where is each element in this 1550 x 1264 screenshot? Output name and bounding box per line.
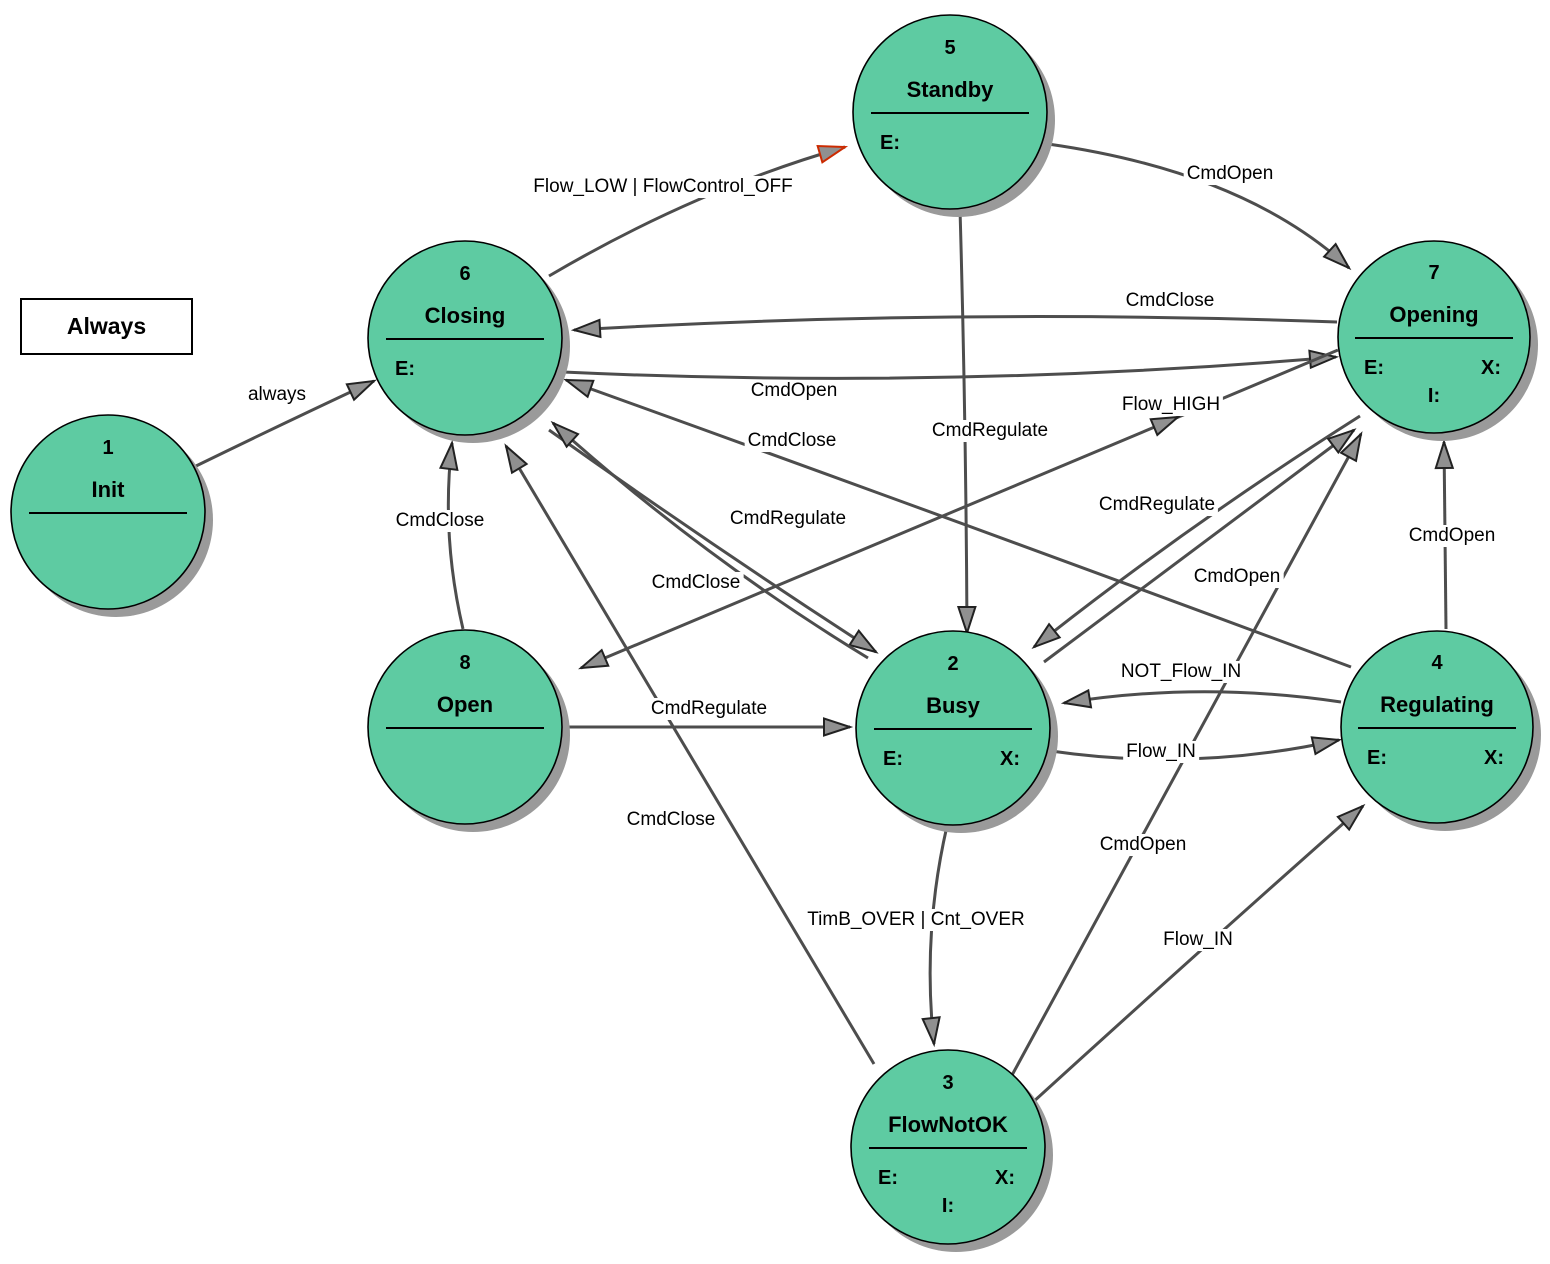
arrowhead-icon — [956, 605, 977, 637]
entry-marker: E: — [395, 358, 415, 380]
arrowhead-icon — [816, 144, 849, 164]
transition-line — [504, 445, 876, 1065]
state-number: 1 — [102, 437, 113, 459]
transition-label: CmdClose — [744, 430, 840, 452]
entry-marker: E: — [1364, 357, 1384, 379]
internal-marker: I: — [942, 1195, 954, 1217]
transition-label: CmdOpen — [1096, 834, 1190, 856]
entry-marker: E: — [1367, 747, 1387, 769]
transition-line — [928, 825, 949, 1045]
arrowhead-icon — [438, 439, 459, 471]
transition-label: CmdClose — [1122, 290, 1218, 312]
state-name: Standby — [907, 77, 995, 102]
transition-line — [446, 442, 465, 630]
arrowhead-icon — [1339, 431, 1363, 463]
entry-marker: E: — [878, 1167, 898, 1189]
transition-line — [548, 428, 877, 654]
arrowhead-icon — [562, 378, 595, 399]
arrowhead-icon — [823, 717, 854, 737]
transition-label: always — [244, 384, 310, 406]
arrowhead-icon — [1322, 242, 1352, 271]
exit-marker: X: — [1000, 748, 1020, 770]
arrowhead-icon — [921, 1016, 941, 1048]
transition-line — [562, 355, 1337, 380]
arrowhead-icon — [570, 318, 602, 339]
transition-label: Flow_IN — [1160, 929, 1236, 951]
transition-label: CmdOpen — [747, 380, 841, 402]
transition-label: TimB_OVER | Cnt_OVER — [804, 909, 1028, 931]
arrowhead-icon — [1434, 438, 1455, 470]
transition-line — [565, 378, 1352, 669]
arrowhead-icon — [345, 379, 377, 402]
transition-line — [580, 348, 1339, 670]
state-name: FlowNotOK — [888, 1112, 1008, 1137]
state-name: Regulating — [1380, 692, 1494, 717]
arrowhead-icon — [504, 443, 529, 475]
transition-line — [551, 421, 869, 660]
entry-marker: E: — [880, 132, 900, 154]
state-number: 6 — [459, 263, 470, 285]
exit-marker: X: — [1484, 747, 1504, 769]
always-annotation-box: Always — [20, 298, 193, 355]
entry-marker: E: — [883, 748, 903, 770]
exit-marker: X: — [1481, 357, 1501, 379]
always-annotation-label: Always — [66, 313, 147, 339]
state-name: Open — [437, 692, 493, 717]
state-number: 4 — [1431, 652, 1443, 674]
transition-label: CmdRegulate — [1095, 494, 1219, 516]
state-number: 3 — [942, 1072, 953, 1094]
transition-label: CmdClose — [648, 572, 744, 594]
state-number: 2 — [947, 653, 958, 675]
transition-label: CmdOpen — [1405, 525, 1499, 547]
state-name: Busy — [926, 693, 981, 718]
exit-marker: X: — [995, 1167, 1015, 1189]
transition-label: CmdOpen — [1190, 566, 1284, 588]
state-number: 7 — [1428, 262, 1439, 284]
transition-line — [1043, 428, 1355, 664]
state-name: Init — [92, 477, 126, 502]
state-name: Opening — [1389, 302, 1478, 327]
transition-label: Flow_IN — [1123, 741, 1199, 763]
arrowhead-icon — [1326, 428, 1357, 455]
transition-label: Flow_HIGH — [1118, 394, 1224, 416]
arrowhead-icon — [1149, 415, 1181, 437]
arrowhead-icon — [578, 648, 610, 670]
transition-label: NOT_Flow_IN — [1117, 661, 1245, 683]
arrowhead-icon — [1060, 688, 1093, 709]
transition-label: Flow_LOW | FlowControl_OFF — [530, 176, 796, 198]
arrowhead-icon — [1336, 803, 1366, 832]
state-name: Closing — [425, 303, 506, 328]
state-number: 8 — [459, 652, 470, 674]
transition-line — [573, 315, 1338, 332]
transition-label: CmdClose — [623, 809, 719, 831]
arrowhead-icon — [550, 420, 580, 449]
transition-label: CmdClose — [392, 510, 488, 532]
arrowhead-icon — [1310, 736, 1343, 756]
state-number: 5 — [944, 37, 955, 59]
transition-line — [1047, 142, 1351, 270]
arrowhead-icon — [1031, 622, 1062, 650]
transition-line — [548, 145, 846, 278]
transition-line — [1033, 414, 1361, 649]
transition-label: CmdOpen — [1183, 163, 1277, 185]
arrowhead-icon — [847, 629, 879, 654]
arrowhead-icon — [1308, 349, 1340, 370]
transition-label: CmdRegulate — [647, 698, 771, 720]
transition-label: CmdRegulate — [726, 508, 850, 530]
transition-line — [1063, 690, 1342, 705]
transition-label: CmdRegulate — [928, 420, 1052, 442]
transition-line — [1030, 804, 1364, 1105]
internal-marker: I: — [1428, 385, 1440, 407]
